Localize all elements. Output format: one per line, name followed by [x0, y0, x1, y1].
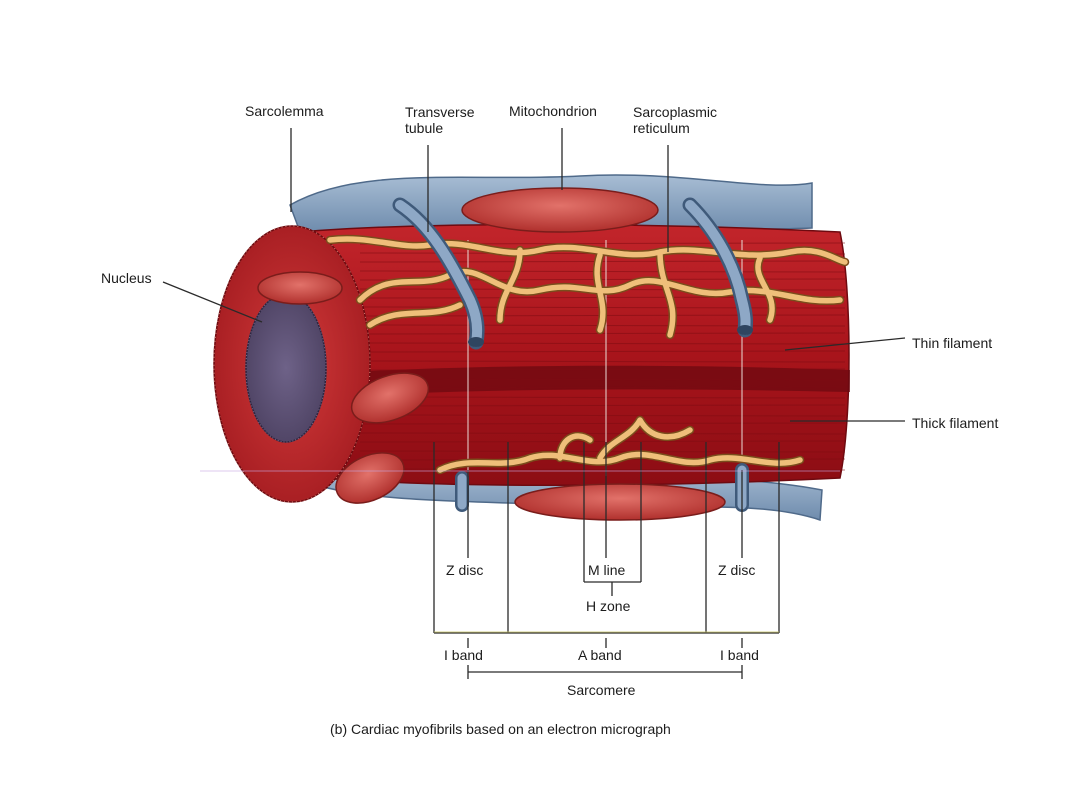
label-z-disc-right: Z disc — [718, 562, 756, 578]
striation-line — [359, 414, 846, 417]
striation-line — [359, 378, 846, 381]
striation-line — [359, 270, 846, 273]
t-tubule-opening-right — [737, 325, 753, 335]
mitochondrion-end-bottom — [335, 452, 405, 504]
mitochondrion-end-top — [257, 271, 343, 305]
myofibril-body — [299, 223, 850, 487]
striation-line — [359, 350, 846, 353]
striation-line — [359, 404, 846, 407]
striation-line — [359, 332, 846, 335]
leader-lines — [162, 128, 906, 422]
transverse-tubules — [392, 197, 754, 512]
label-transverse-tubule-line1: Transverse — [405, 104, 475, 120]
t-tubule-opening-left — [468, 337, 484, 347]
label-m-line: M line — [588, 562, 626, 578]
striation-line — [359, 422, 846, 425]
band-brackets — [433, 442, 780, 679]
label-i-band-left: I band — [444, 647, 483, 663]
label-nucleus: Nucleus — [101, 270, 152, 286]
mitochondrion-bottom — [514, 483, 726, 521]
label-thick-filament: Thick filament — [912, 415, 999, 431]
label-z-disc-left: Z disc — [446, 562, 484, 578]
label-sarcomere: Sarcomere — [567, 682, 636, 698]
striation-line — [359, 368, 846, 371]
striation-line — [359, 396, 846, 399]
label-transverse-tubule-line2: tubule — [405, 120, 444, 136]
striation-line — [359, 432, 846, 435]
label-a-band: A band — [578, 647, 622, 663]
mitochondrion-top — [461, 187, 659, 233]
striation-line — [359, 360, 846, 363]
striation-line — [359, 342, 846, 345]
label-sarcolemma: Sarcolemma — [245, 103, 324, 119]
label-sarcoplasmic-reticulum-line2: reticulum — [633, 120, 690, 136]
label-i-band-right: I band — [720, 647, 759, 663]
label-sarcoplasmic-reticulum: Sarcoplasmic reticulum — [633, 104, 717, 136]
striation-line — [359, 386, 846, 389]
label-thin-filament: Thin filament — [912, 335, 993, 351]
mitochondrion-end — [350, 372, 430, 424]
label-sarcoplasmic-reticulum-line1: Sarcoplasmic — [633, 104, 718, 120]
striation-line — [359, 440, 846, 443]
myofibril-groove — [350, 365, 850, 396]
figure-caption: (b) Cardiac myofibrils based on an elect… — [330, 721, 671, 737]
label-mitochondrion: Mitochondrion — [509, 103, 597, 119]
label-h-zone: H zone — [586, 598, 631, 614]
label-transverse-tubule: Transverse tubule — [405, 104, 475, 136]
